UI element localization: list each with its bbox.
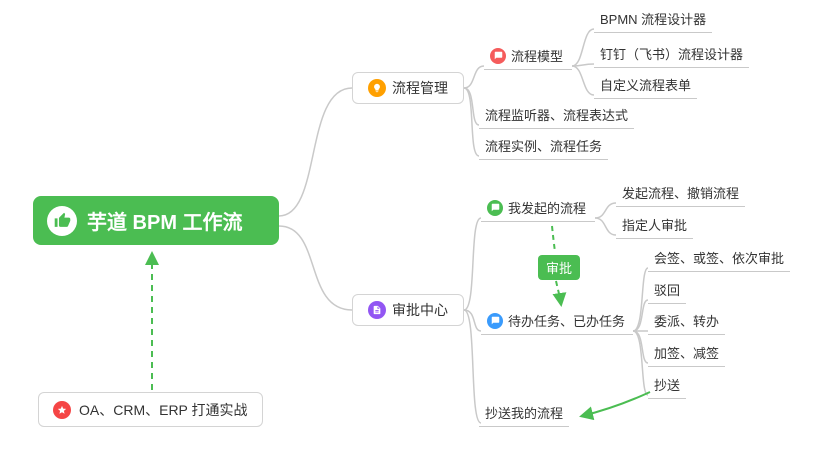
leaf-label: 发起流程、撤销流程 (622, 186, 740, 201)
leaf-label: 流程实例、流程任务 (485, 139, 603, 154)
node-custom-process-form[interactable]: 自定义流程表单 (594, 73, 698, 99)
leaf-label: 指定人审批 (622, 218, 688, 233)
node-root[interactable]: 芋道 BPM 工作流 (33, 196, 279, 245)
conn-todo-reject (632, 299, 649, 332)
leaf-label: 会签、或签、依次审批 (654, 251, 785, 266)
conn-model-bpmn (571, 28, 595, 67)
node-oa-crm-erp-callout[interactable]: OA、CRM、ERP 打通实战 (38, 392, 263, 427)
conn-ac-cc-my (463, 309, 482, 424)
relation-label: 审批 (546, 261, 573, 276)
node-initiate-cancel-process[interactable]: 发起流程、撤销流程 (616, 181, 746, 207)
root-label: 芋道 BPM 工作流 (87, 212, 243, 234)
leaf-label: 流程监听器、流程表达式 (485, 108, 629, 123)
document-icon (368, 301, 386, 319)
leaf-label: 抄送 (654, 378, 681, 393)
node-instance-task[interactable]: 流程实例、流程任务 (479, 134, 609, 160)
callout-label: OA、CRM、ERP 打通实战 (79, 401, 248, 418)
node-cc-my-process[interactable]: 抄送我的流程 (479, 401, 570, 427)
node-bpmn-designer[interactable]: BPMN 流程设计器 (594, 7, 713, 33)
cc-arrow-to-cc-my (579, 391, 651, 421)
relation-arrow-to-todo (552, 280, 567, 307)
conn-mi-assignee (594, 217, 617, 236)
node-my-initiated-process[interactable]: 我发起的流程 (481, 196, 595, 222)
conn-ac-todo-done (463, 309, 482, 332)
node-assignee-approval[interactable]: 指定人审批 (616, 213, 694, 239)
conn-model-custom-form (571, 65, 595, 96)
conn-mi-initiate-cancel (594, 202, 617, 219)
leaf-label: 钉钉（飞书）流程设计器 (600, 47, 744, 62)
star-icon (53, 400, 71, 419)
node-cc[interactable]: 抄送 (648, 373, 687, 399)
branch-label: 审批中心 (392, 302, 448, 318)
node-countersign-or-sequential[interactable]: 会签、或签、依次审批 (648, 246, 791, 272)
chat-bubble-icon (487, 312, 503, 329)
leaf-label: 待办任务、已办任务 (508, 314, 626, 329)
conn-pm-instance (463, 87, 480, 157)
chat-bubble-icon (490, 47, 506, 64)
leaf-label: BPMN 流程设计器 (600, 12, 707, 27)
node-todo-done-tasks[interactable]: 待办任务、已办任务 (481, 309, 633, 335)
node-approval-center[interactable]: 审批中心 (352, 294, 464, 326)
node-listener-expression[interactable]: 流程监听器、流程表达式 (479, 103, 635, 129)
leaf-label: 我发起的流程 (508, 201, 587, 216)
node-delegate-transfer[interactable]: 委派、转办 (648, 309, 726, 335)
conn-root-approval-center (278, 225, 353, 311)
relation-badge-approve[interactable]: 审批 (538, 255, 581, 280)
conn-ac-my-initiated (463, 217, 482, 311)
leaf-label: 抄送我的流程 (485, 406, 564, 421)
leaf-label: 驳回 (654, 283, 681, 298)
thumbs-up-icon (47, 205, 77, 236)
conn-pm-process-model (463, 65, 485, 89)
leaf-label: 加签、减签 (654, 346, 720, 361)
leaf-label: 自定义流程表单 (600, 78, 692, 93)
node-process-model[interactable]: 流程模型 (484, 44, 572, 70)
chat-bubble-icon (487, 199, 503, 216)
node-process-management[interactable]: 流程管理 (352, 72, 464, 104)
leaf-label: 流程模型 (511, 49, 564, 64)
node-add-reduce-sign[interactable]: 加签、减签 (648, 341, 726, 367)
relation-line-upper (551, 225, 556, 253)
conn-root-process-management (278, 87, 353, 217)
node-reject[interactable]: 驳回 (648, 278, 687, 304)
leaf-label: 委派、转办 (654, 314, 720, 329)
lightbulb-icon (368, 79, 386, 97)
node-dingtalk-feishu-designer[interactable]: 钉钉（飞书）流程设计器 (594, 42, 750, 68)
branch-label: 流程管理 (392, 80, 448, 96)
